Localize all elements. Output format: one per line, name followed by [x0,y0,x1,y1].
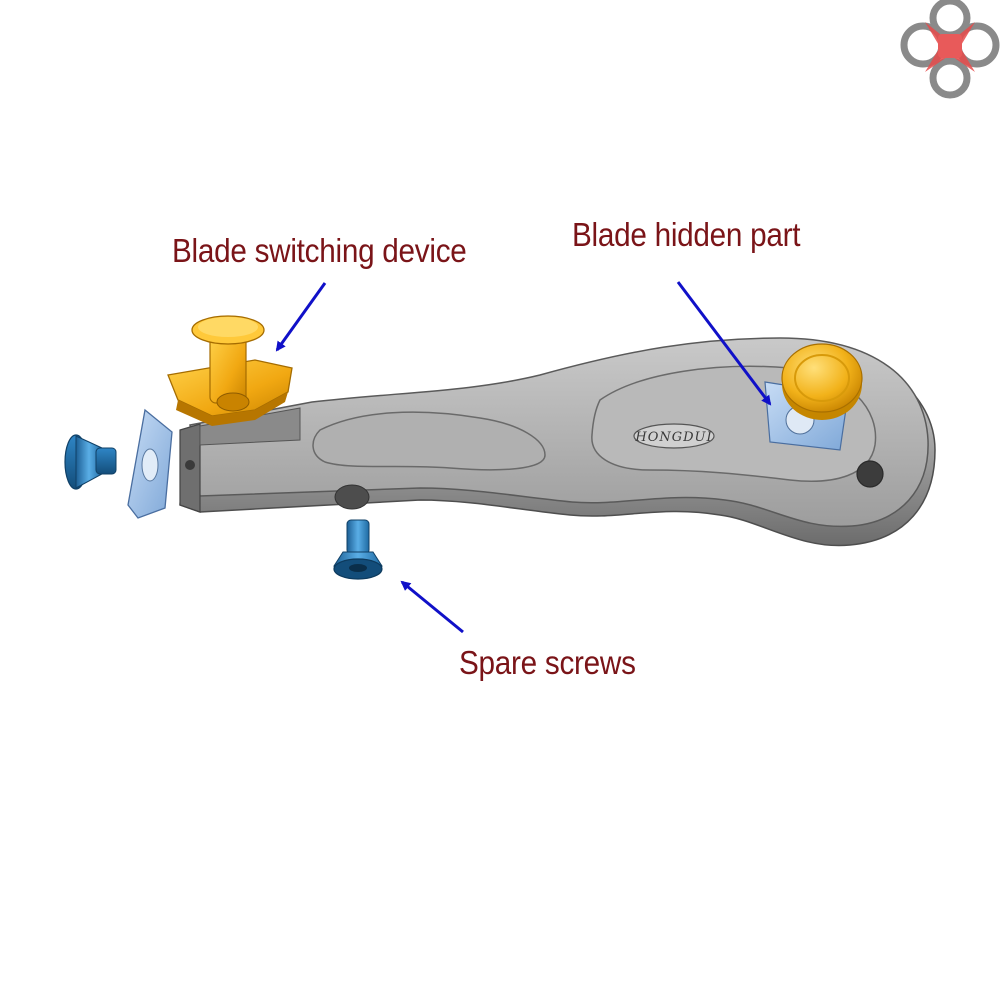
label-spare-screws: Spare screws [459,644,636,681]
blade-plate [127,408,173,519]
spare-screw-vertical [333,519,383,580]
arrow-icon [400,580,464,634]
arrow-icon [676,281,772,406]
label-blade-switching-device: Blade switching device [172,232,467,269]
blade-switching-device [167,315,293,426]
drone-logo-icon [900,0,1000,99]
spare-screw-horizontal [64,434,117,490]
label-blade-hidden-part: Blade hidden part [572,216,801,253]
arrow-icon [275,282,327,352]
blade-hidden-part [764,343,863,451]
brand-engraving: HONGDUI [634,430,712,445]
